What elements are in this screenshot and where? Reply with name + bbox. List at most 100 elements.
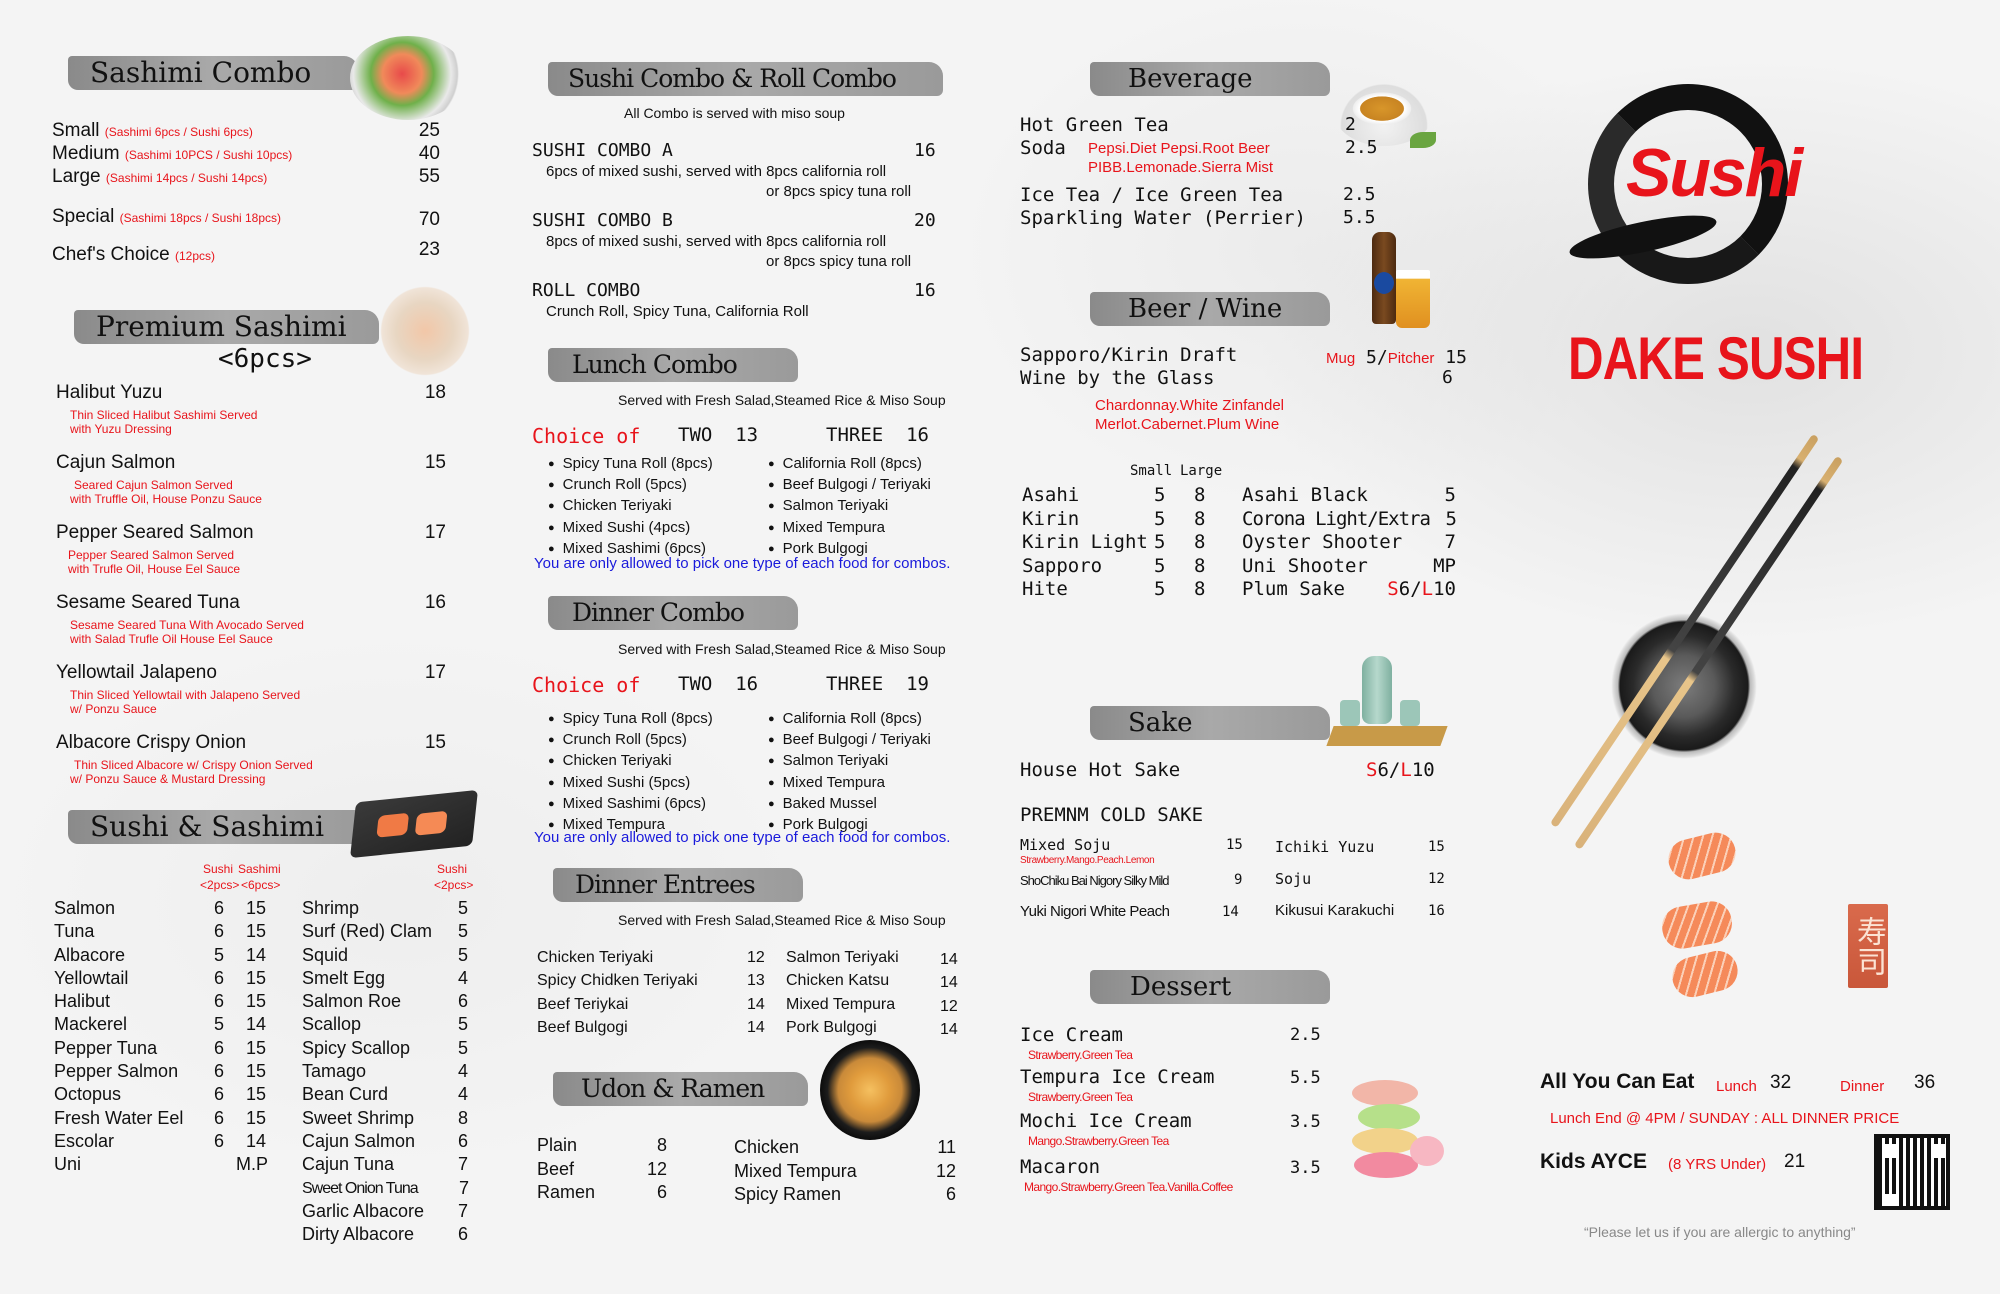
premium-sashimi-image [380,286,470,376]
salmon-nigiri-image [1664,828,1740,884]
beer-wine-header: Beer / Wine [1090,286,1330,332]
sushi-combo-note: All Combo is served with miso soup [624,105,845,121]
dessert-flavors: Strawberry.Green Tea [1028,1048,1133,1062]
item-price: 3.5 [1290,1158,1321,1178]
lunch-combo-note: Served with Fresh Salad,Steamed Rice & M… [618,392,946,408]
choice-label: Choice of [532,424,641,448]
tempura-ice-cream: Tempura Ice Cream [1020,1066,1215,1088]
menu-item: Halibut Yuzu 18 Thin Sliced Halibut Sash… [56,382,446,436]
ayce-title: All You Can Eat [1540,1070,1695,1093]
ayce-lunch-label: Lunch [1716,1078,1757,1095]
macaron: Macaron [1020,1156,1101,1178]
item-price: 2.5 [1345,137,1378,158]
sushi-combo-header: Sushi Combo & Roll Combo [548,56,948,102]
premium-sashimi-subtitle: <6pcs> [218,344,312,374]
menu-item: Yellowtail Jalapeno 17 Thin Sliced Yello… [56,662,446,716]
list-item: Pork Bulgogi [768,539,931,560]
menu-item: Albacore Crispy Onion 15 Thin Sliced Alb… [56,732,446,786]
list-item: Beef Bulgogi / Teriyaki [768,475,931,496]
kids-ayce-note: (8 YRS Under) [1668,1156,1767,1173]
list-item: Spicy Tuna Roll (8pcs) [548,454,713,475]
menu-item: Large (Sashimi 14pcs / Sushi 14pcs) [52,166,268,187]
soda-flavors: PIBB.Lemonade.Sierra Mist [1088,159,1274,176]
item-price: 16 [914,140,936,161]
col-header-sushi-pcs: <2pcs> [200,878,240,892]
three-price: THREE 19 [826,673,929,695]
item-price: 40 [418,143,440,164]
list-item: Spicy Tuna Roll (8pcs) [548,709,713,730]
list-item: Mixed Sushi (5pcs) [548,773,713,794]
allergy-notice: “Please let us if you are allergic to an… [1584,1224,1856,1240]
dinner-combo-header: Dinner Combo [548,590,798,636]
col2-header-pcs: <2pcs> [434,878,474,892]
house-sake-price: S6/L10 [1366,759,1435,781]
sashimi-combo-header: Sashimi Combo [68,50,368,96]
list-item: Chicken Teriyaki [548,751,713,772]
sashimi-combo-title: Sashimi Combo [90,56,312,89]
sake-set-image [1326,656,1450,752]
ice-cream: Ice Cream [1020,1024,1123,1046]
dessert-flavors: Strawberry.Green Tea [1028,1090,1133,1104]
list-item: Mixed Tempura [768,518,931,539]
two-price: TWO 16 [678,673,759,695]
udon-ramen-title: Udon & Ramen [581,1074,765,1103]
list-item: California Roll (8pcs) [768,709,931,730]
macaron-image [1410,1136,1444,1166]
kids-ayce-title: Kids AYCE [1540,1150,1647,1173]
sake-header: Sake [1090,700,1330,746]
item-price: 20 [914,210,936,231]
col-header-large: Large [1180,463,1223,479]
premium-sashimi-title: Premium Sashimi [96,310,347,343]
item-price: 16 [1428,903,1445,919]
list-item: Baked Mussel [768,794,931,815]
sushi-sashimi-header: Sushi & Sashimi [68,804,368,850]
list-item: California Roll (8pcs) [768,454,931,475]
dinner-entrees-header: Dinner Entrees [553,862,803,908]
salmon-nigiri-image [1668,946,1742,1002]
list-item: Crunch Roll (5pcs) [548,730,713,751]
chopstick-icon [1549,433,1820,828]
item-price: 3.5 [1290,1112,1321,1132]
lunch-combo-rule: You are only allowed to pick one type of… [534,555,951,572]
sushi-sashimi-title: Sushi & Sashimi [90,810,325,843]
item-price: 15 [1226,837,1243,853]
ramen-bowl-image [820,1040,920,1140]
list-item: Salmon Teriyaki [768,496,931,517]
col-header-sushi: Sushi [203,862,234,876]
house-hot-sake: House Hot Sake [1020,759,1181,781]
ayce-note: Lunch End @ 4PM / SUNDAY : ALL DINNER PR… [1550,1110,1900,1127]
kids-ayce-price: 21 [1784,1151,1806,1172]
item-price: 14 [1222,904,1239,920]
qr-code-icon[interactable] [1874,1134,1950,1210]
item-price: 16 [914,280,936,301]
